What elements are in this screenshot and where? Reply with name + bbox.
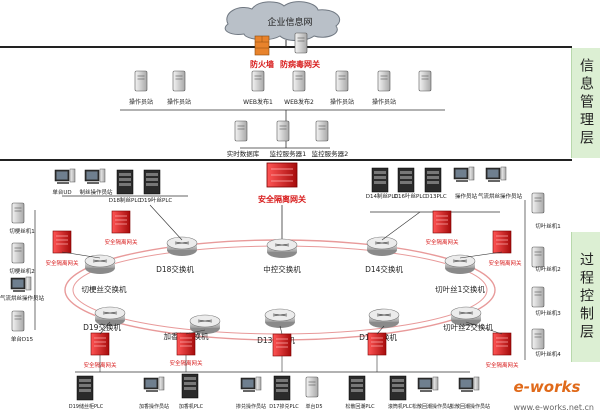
svg-text:D19交换机: D19交换机 — [83, 322, 121, 332]
info-station-label: 操作员站 — [129, 98, 153, 106]
svg-text:D18制丝PLC: D18制丝PLC — [109, 196, 142, 204]
info-station-label: WEB发布1 — [243, 98, 273, 106]
svg-text:气流烘丝操作员站: 气流烘丝操作员站 — [0, 294, 44, 302]
info-layer-label: 信息管理层 — [571, 48, 600, 158]
svg-text:D19储丝柜PLC: D19储丝柜PLC — [69, 403, 104, 410]
svg-text:安全隔离网关: 安全隔离网关 — [45, 259, 79, 267]
switch-qieye1: 切叶丝1交换机 — [435, 254, 485, 294]
info-station-label: WEB发布2 — [284, 98, 314, 106]
svg-text:切叶丝1交换机: 切叶丝1交换机 — [435, 284, 485, 294]
svg-text:切叶丝机1: 切叶丝机1 — [535, 222, 561, 230]
svg-text:D19叶丝PLC: D19叶丝PLC — [140, 196, 173, 204]
svg-text:中控交换机: 中控交换机 — [263, 264, 301, 274]
antivirus-label: 防病毒网关 — [280, 59, 320, 69]
svg-text:切梗丝机2: 切梗丝机2 — [9, 267, 35, 275]
svg-text:切叶丝机3: 切叶丝机3 — [535, 309, 561, 317]
svg-text:D17掺兑PLC: D17掺兑PLC — [269, 403, 299, 410]
svg-text:D13PLC: D13PLC — [425, 194, 447, 200]
svg-text:安全隔离网关: 安全隔离网关 — [488, 259, 522, 267]
svg-text:单台UD: 单台UD — [52, 188, 71, 196]
info-station-label: 操作员站 — [330, 98, 354, 106]
right-devices: 切叶丝机1 切叶丝机2 切叶丝机3 切叶丝机4 — [524, 192, 561, 360]
svg-text:制丝操作员站: 制丝操作员站 — [79, 188, 113, 196]
left-devices: 切梗丝机1 切梗丝机2 气流烘丝操作员站 单台D15 — [0, 202, 44, 343]
firewall-icon — [254, 35, 270, 56]
server-group: 实时数据库 监控服务器1 监控服务器2 — [227, 110, 349, 158]
info-station-label: 操作员站 — [372, 98, 396, 106]
svg-text:松散回潮操作员站: 松散回潮操作员站 — [412, 403, 452, 410]
process-layer-label: 过程控制层 — [571, 232, 600, 362]
switch-d14: D14交换机 — [365, 236, 403, 274]
svg-text:D18交换机: D18交换机 — [156, 264, 194, 274]
svg-text:D16叶丝PLC: D16叶丝PLC — [394, 192, 427, 200]
connector-lines — [61, 204, 503, 372]
svg-text:气流烘丝操作员站: 气流烘丝操作员站 — [478, 192, 523, 200]
enterprise-network-cloud: 企业信息网 — [224, 1, 341, 41]
svg-text:掺兑操作员站: 掺兑操作员站 — [236, 403, 266, 410]
svg-text:安全隔离网关: 安全隔离网关 — [258, 194, 306, 204]
svg-text:安全隔离网关: 安全隔离网关 — [485, 361, 519, 369]
svg-text:切叶丝机2: 切叶丝机2 — [535, 265, 561, 273]
svg-text:切梗丝机1: 切梗丝机1 — [9, 227, 35, 235]
svg-text:操作员站: 操作员站 — [455, 192, 478, 200]
info-station-label: 操作员站 — [167, 98, 191, 106]
switch-central: 中控交换机 — [263, 238, 301, 274]
svg-text:加香操作员站: 加香操作员站 — [139, 403, 169, 410]
switch-d19: D19交换机 — [83, 306, 126, 332]
server-label: 监控服务器1 — [270, 149, 307, 158]
svg-text:切叶丝2交换机: 切叶丝2交换机 — [443, 322, 493, 332]
svg-text:加香机PLC: 加香机PLC — [179, 403, 204, 410]
top-left-devices: 单台UD 制丝操作员站 D18制丝PLC D19叶丝PLC — [52, 168, 188, 204]
svg-text:滚筒机PLC: 滚筒机PLC — [388, 403, 413, 410]
info-stations: 操作员站 操作员站 WEB发布1 WEB发布2 操作员站 操作员站 — [120, 70, 445, 111]
svg-text:D14交换机: D14交换机 — [365, 264, 403, 274]
bottom-devices: D19储丝柜PLC 加香操作员站 加香机PLC 掺兑操作员站 D17掺兑PLC … — [69, 371, 490, 410]
server-label: 实时数据库 — [227, 149, 260, 158]
svg-text:单台D15: 单台D15 — [11, 335, 34, 343]
svg-text:安全隔离网关: 安全隔离网关 — [104, 238, 138, 246]
server-label: 监控服务器2 — [312, 149, 349, 158]
svg-text:D14制丝PLC: D14制丝PLC — [366, 192, 399, 200]
svg-text:切叶丝机4: 切叶丝机4 — [535, 350, 561, 358]
svg-text:安全隔离网关: 安全隔离网关 — [425, 238, 459, 246]
switch-qiegeng: 切梗丝交换机 — [82, 254, 127, 294]
antivirus-gateway-icon — [294, 32, 308, 54]
svg-text:单台D5: 单台D5 — [305, 403, 322, 410]
switch-qieye2: 切叶丝2交换机 — [443, 306, 493, 332]
switch-d18: D18交换机 — [156, 236, 198, 274]
firewall-label: 防火墙 — [250, 59, 274, 69]
svg-text:切梗丝交换机: 切梗丝交换机 — [82, 284, 127, 294]
main-security-gateway: 安全隔离网关 — [258, 162, 306, 204]
cloud-label: 企业信息网 — [267, 16, 312, 28]
top-right-devices: D14制丝PLC D16叶丝PLC D13PLC 操作员站 气流烘丝操作员站 — [366, 166, 523, 213]
svg-text:松散回潮PLC: 松散回潮PLC — [345, 403, 375, 410]
svg-text:松散回潮操作员站: 松散回潮操作员站 — [450, 403, 490, 410]
logo: e-works www.e-works.net.cn — [513, 378, 594, 412]
